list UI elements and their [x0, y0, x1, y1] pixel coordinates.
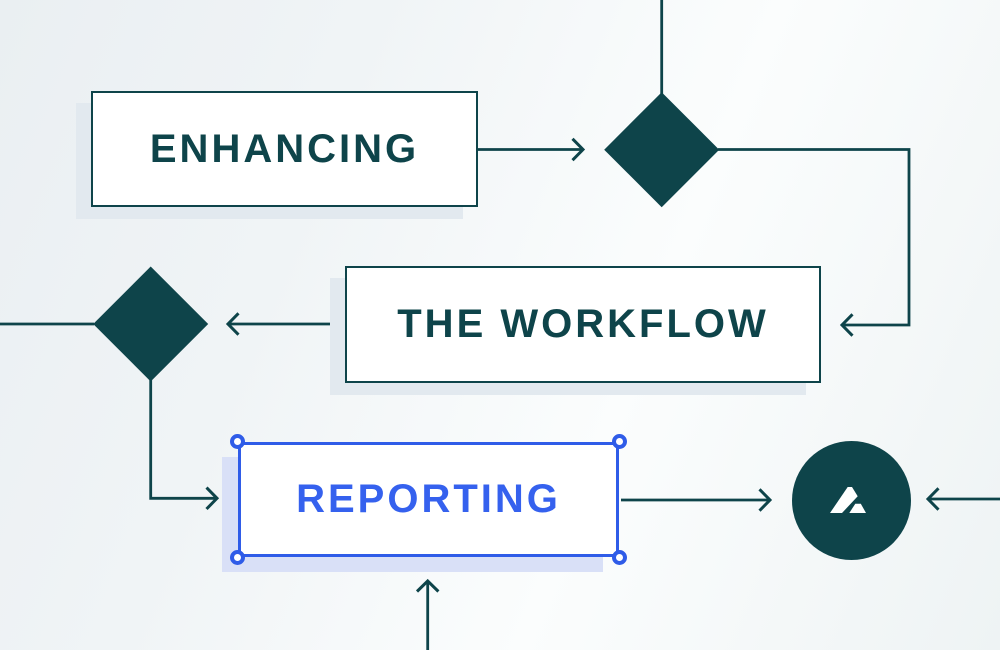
selection-handle-bottom-right[interactable] — [612, 550, 627, 565]
brand-logo-icon — [829, 486, 866, 513]
arrowhead-right-into-reporting — [205, 486, 220, 511]
node-enhancing[interactable]: ENHANCING — [91, 91, 478, 207]
connector-decision-left-to-reporting — [149, 380, 215, 500]
selection-handle-top-right[interactable] — [612, 434, 627, 449]
arrowhead-right-into-decision-top — [571, 137, 586, 162]
node-reporting[interactable]: REPORTING — [230, 434, 627, 565]
connector-decision-top-to-workflow — [718, 148, 911, 327]
arrowhead-left-into-workflow — [839, 313, 854, 337]
logo-node[interactable] — [792, 441, 911, 560]
arrowhead-left-into-logo — [925, 487, 940, 511]
decision-diamond-top[interactable] — [604, 92, 720, 208]
selection-handle-top-left[interactable] — [230, 434, 245, 449]
node-enhancing-label: ENHANCING — [149, 126, 420, 171]
node-reporting-label: REPORTING — [296, 477, 561, 521]
arrowhead-right-into-logo — [758, 488, 773, 512]
decision-diamond-left[interactable] — [93, 266, 209, 382]
selection-handle-bottom-left[interactable] — [230, 550, 245, 565]
arrowhead-up-into-reporting — [415, 578, 440, 593]
node-workflow-label: THE WORKFLOW — [397, 302, 769, 346]
arrowhead-left-into-decision-left — [225, 312, 240, 336]
node-workflow[interactable]: THE WORKFLOW — [345, 266, 821, 383]
